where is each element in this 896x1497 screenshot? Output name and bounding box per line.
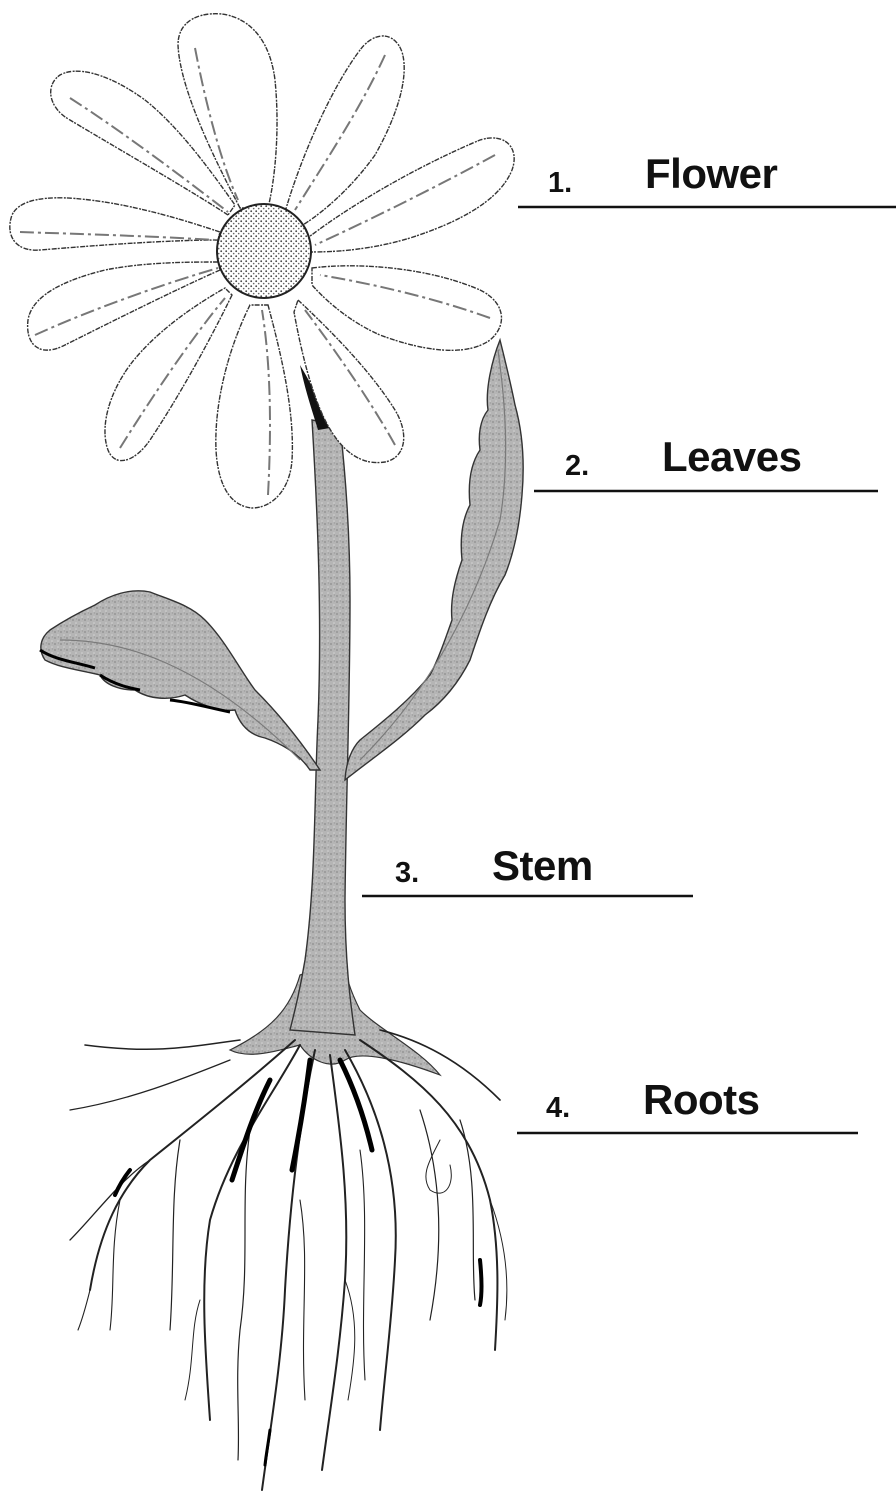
label-leaves-text: Leaves — [662, 433, 801, 480]
label-roots-number: 4. — [546, 1092, 570, 1124]
stem-illustration — [290, 365, 355, 1035]
label-stem-number: 3. — [395, 857, 419, 889]
label-flower-text: Flower — [645, 150, 778, 197]
label-stem: 3. Stem — [362, 842, 693, 896]
label-roots-text: Roots — [643, 1076, 760, 1123]
label-flower-number: 1. — [548, 167, 572, 199]
label-leaves: 2. Leaves — [534, 433, 878, 491]
left-leaf-illustration — [40, 591, 320, 770]
flower-center-illustration — [217, 204, 311, 298]
roots-illustration — [70, 960, 507, 1490]
label-flower: 1. Flower — [518, 150, 896, 207]
label-stem-text: Stem — [492, 842, 593, 889]
label-leaves-number: 2. — [565, 450, 589, 482]
label-roots: 4. Roots — [517, 1076, 858, 1133]
